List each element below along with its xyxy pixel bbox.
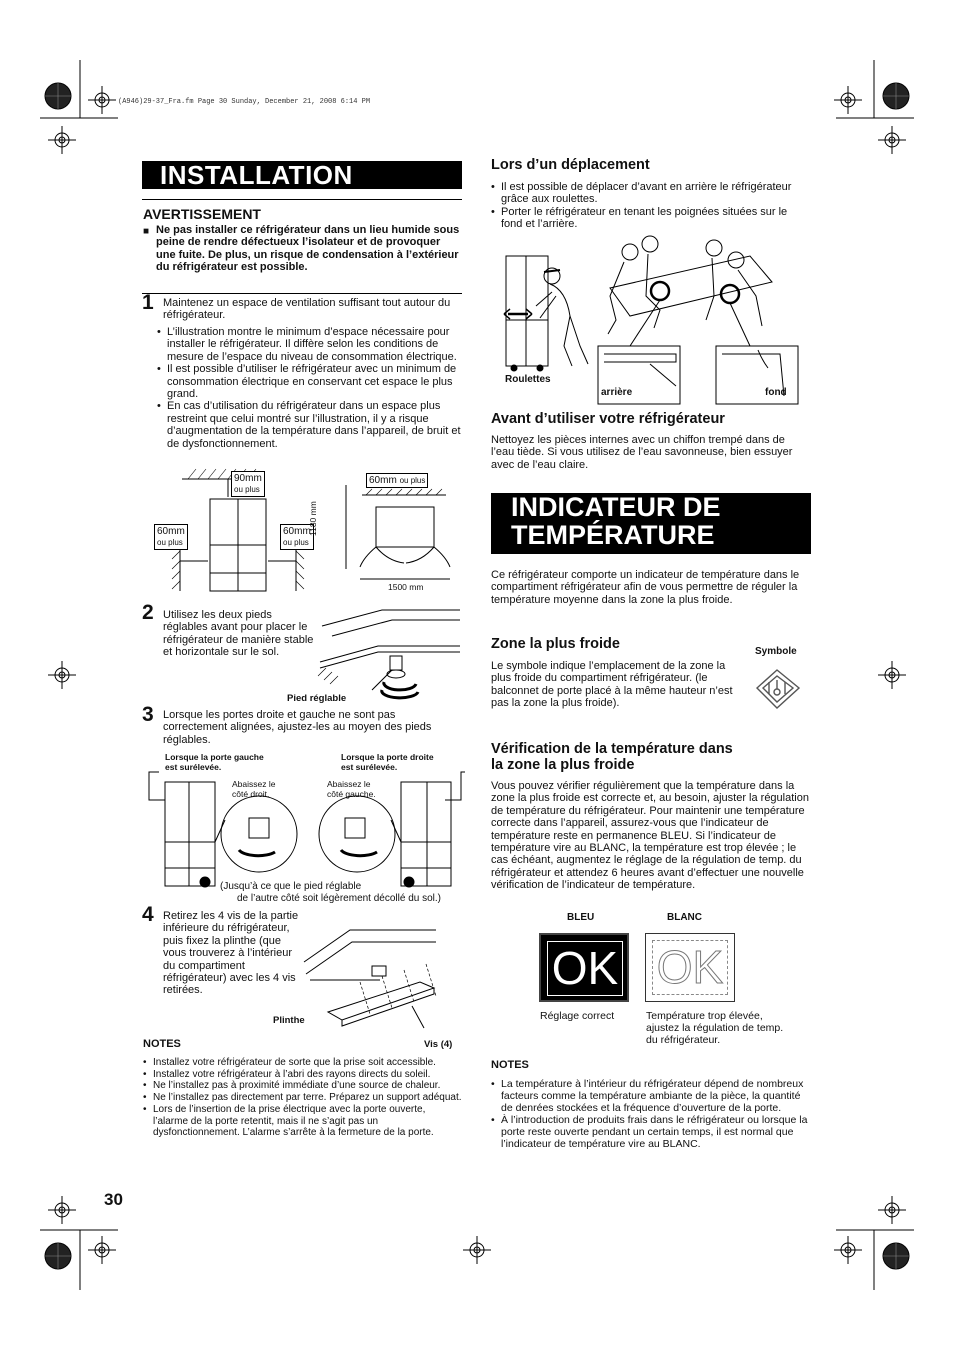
crosshair-icon bbox=[834, 86, 862, 114]
crosshair-icon bbox=[834, 1236, 862, 1264]
left-door-case: Lorsque la porte gauche est surélevée. bbox=[165, 752, 264, 772]
notes-list: Installez votre réfrigérateur de sorte q… bbox=[143, 1057, 463, 1139]
verify-title-2: la zone la plus froide bbox=[491, 757, 635, 773]
blue-label: BLEU bbox=[567, 912, 595, 923]
bottom-label: fond bbox=[765, 387, 787, 398]
coldest-zone-symbol-icon bbox=[755, 669, 801, 709]
page-number: 30 bbox=[104, 1190, 123, 1209]
dim-width-label: 1500 mm bbox=[388, 582, 424, 592]
crosshair-icon bbox=[878, 1196, 906, 1224]
moving-title: Lors d’un déplacement bbox=[491, 157, 650, 173]
warning-text: Ne pas installer ce réfrigérateur dans u… bbox=[156, 224, 460, 274]
divider bbox=[142, 199, 462, 200]
ok-blue-text: OK bbox=[547, 941, 623, 996]
step-2-text: Utilisez les deux pieds réglables avant … bbox=[163, 609, 314, 659]
white-caption: Température trop élevée, ajustez la régu… bbox=[646, 1010, 784, 1046]
step-3-note-1: (Jusqu’à ce que le pied réglable bbox=[220, 881, 362, 892]
crosshair-icon bbox=[48, 126, 76, 154]
warning-title: AVERTISSEMENT bbox=[143, 206, 261, 222]
right-door-case: Lorsque la porte droite est surélevée. bbox=[341, 752, 434, 772]
step-1-number: 1 bbox=[142, 291, 154, 314]
file-header: (A946)29-37_Fra.fm Page 30 Sunday, Decem… bbox=[118, 98, 371, 106]
list-item: Ne l’installez pas directement par terre… bbox=[143, 1092, 463, 1104]
notes-title: NOTES bbox=[143, 1038, 181, 1050]
coldest-zone-text: Le symbole indique l’emplacement de la z… bbox=[491, 660, 733, 710]
crosshair-icon bbox=[878, 126, 906, 154]
step-1-text: Maintenez un espace de ventilation suffi… bbox=[163, 297, 451, 322]
list-item: Il est possible d’utiliser le réfrigérat… bbox=[157, 363, 461, 400]
dim-rear-label: 60mm ou plus bbox=[366, 473, 429, 488]
banner-line-2: TEMPÉRATURE bbox=[511, 520, 715, 550]
crosshair-icon bbox=[88, 86, 116, 114]
step-1-bullets: L’illustration montre le minimum d’espac… bbox=[157, 326, 461, 450]
list-item: En cas d’utilisation du réfrigérateur da… bbox=[157, 400, 461, 450]
list-item: Porter le réfrigérateur en tenant les po… bbox=[491, 206, 811, 231]
indicator-intro: Ce réfrigérateur comporte un indicateur … bbox=[491, 569, 800, 606]
banner-line-1: INDICATEUR DE bbox=[511, 492, 721, 522]
door-alignment-illustration bbox=[148, 771, 465, 888]
list-item: À l’introduction de produits frais dans … bbox=[491, 1114, 811, 1150]
temperature-indicator-banner: INDICATEUR DE TEMPÉRATURE bbox=[491, 493, 811, 554]
ok-white-indicator: OK bbox=[645, 933, 735, 1002]
installation-banner: INSTALLATION bbox=[142, 160, 462, 190]
warning-bullet: ■ bbox=[143, 226, 150, 237]
moving-bullets: Il est possible de déplacer d’avant en a… bbox=[491, 181, 811, 231]
ok-blue-indicator: OK bbox=[539, 933, 629, 1002]
crosshair-icon bbox=[463, 1236, 491, 1264]
coldest-zone-title: Zone la plus froide bbox=[491, 636, 620, 652]
list-item: Installez votre réfrigérateur de sorte q… bbox=[143, 1057, 463, 1069]
symbol-label: Symbole bbox=[755, 646, 797, 657]
rear-label: arrière bbox=[601, 387, 633, 398]
step-3-note-2: de l’autre côté soit légèrement décollé … bbox=[237, 893, 442, 904]
adjustable-foot-label: Pied réglable bbox=[287, 693, 347, 704]
left-action: Abaissez le côté droit. bbox=[232, 779, 276, 799]
step-4-text: Retirez les 4 vis de la partie inférieur… bbox=[163, 910, 299, 997]
blue-caption: Réglage correct bbox=[540, 1010, 615, 1022]
plinth-illustration bbox=[303, 929, 437, 1029]
white-label: BLANC bbox=[667, 912, 702, 923]
installation-title: INSTALLATION bbox=[160, 160, 353, 190]
before-use-text: Nettoyez les pièces internes avec un chi… bbox=[491, 434, 793, 471]
list-item: Ne l’installez pas à proximité immédiate… bbox=[143, 1080, 463, 1092]
notes-title-right: NOTES bbox=[491, 1059, 529, 1071]
verify-title-1: Vérification de la température dans bbox=[491, 741, 733, 757]
notes-list-right: La température à l’intérieur du réfrigér… bbox=[491, 1078, 811, 1150]
divider bbox=[142, 293, 462, 294]
crosshair-icon bbox=[88, 1236, 116, 1264]
moving-illustration bbox=[503, 235, 799, 405]
list-item: La température à l’intérieur du réfrigér… bbox=[491, 1078, 811, 1114]
screws-label: Vis (4) bbox=[424, 1039, 453, 1050]
right-action: Abaissez le côté gauche. bbox=[327, 779, 376, 799]
crosshair-icon bbox=[48, 1196, 76, 1224]
list-item: Lors de l’insertion de la prise électriq… bbox=[143, 1104, 463, 1139]
step-3-text: Lorsque les portes droite et gauche ne s… bbox=[163, 709, 432, 746]
ok-white-text: OK bbox=[652, 940, 728, 995]
list-item: Il est possible de déplacer d’avant en a… bbox=[491, 181, 811, 206]
crosshair-icon bbox=[48, 661, 76, 689]
adjustable-foot-illustration bbox=[317, 609, 460, 700]
step-3-number: 3 bbox=[142, 703, 154, 726]
step-2-number: 2 bbox=[142, 601, 154, 624]
verify-text: Vous pouvez vérifier régulièrement que l… bbox=[491, 780, 809, 892]
list-item: Installez votre réfrigérateur à l’abri d… bbox=[143, 1069, 463, 1081]
step-4-number: 4 bbox=[142, 903, 154, 926]
dim-height-label: 1180 mm bbox=[308, 501, 318, 536]
clearance-diagram bbox=[171, 468, 451, 592]
plinth-label: Plinthe bbox=[273, 1015, 305, 1026]
before-use-title: Avant d’utiliser votre réfrigérateur bbox=[491, 411, 725, 427]
crosshair-icon bbox=[878, 661, 906, 689]
list-item: L’illustration montre le minimum d’espac… bbox=[157, 326, 461, 363]
rollers-label: Roulettes bbox=[505, 374, 551, 385]
